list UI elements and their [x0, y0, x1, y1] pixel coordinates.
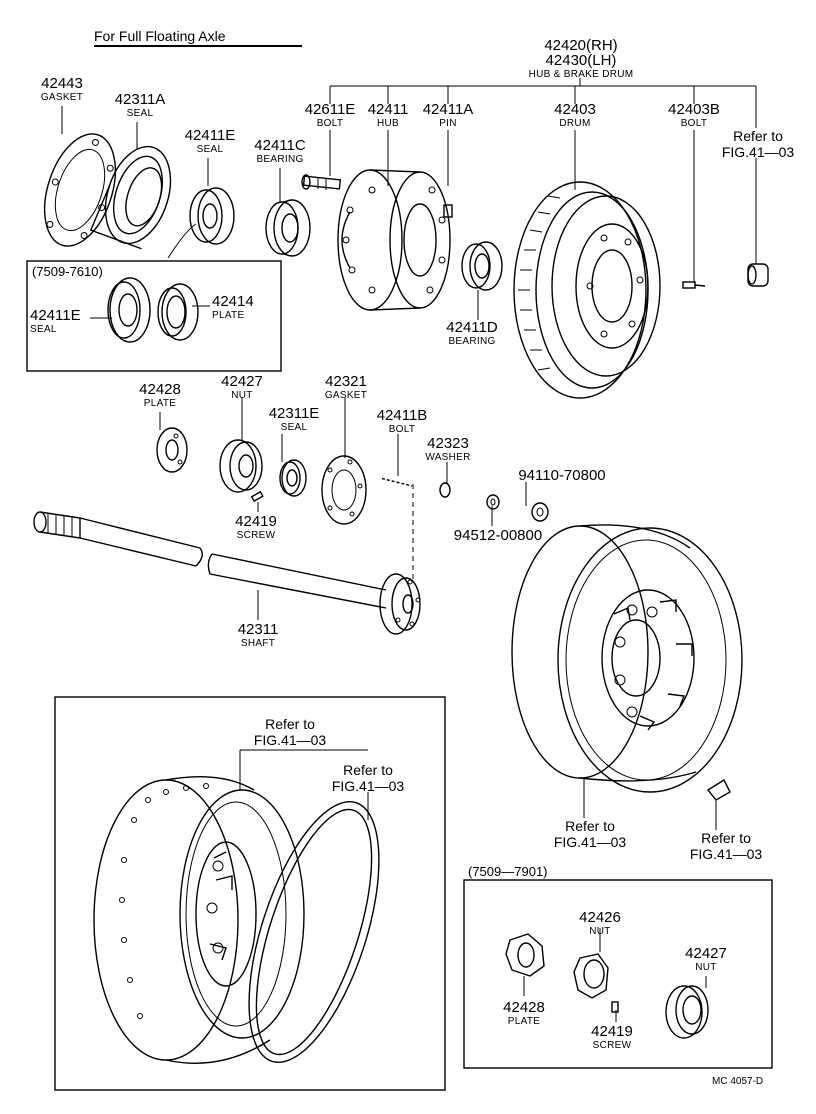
label-hub-drum: 42420(RH) 42430(LH) HUB & BRAKE DRUM [528, 37, 634, 80]
hub-bolt-drawing [301, 174, 342, 190]
label-shaft-bolt: 42411B BOLT [376, 407, 428, 435]
diagram-title: For Full Floating Axle [94, 28, 226, 44]
leader-lines [61, 106, 757, 1022]
hub-drawing [337, 169, 451, 311]
label-seal-plate-range: (7509-7610) [32, 264, 103, 279]
label-shaft-seal: 42311E SEAL [268, 405, 320, 433]
label-ref-valve: Refer to FIG.41—03 [689, 830, 763, 862]
label-washer: 42323 WASHER [425, 435, 471, 463]
alt-lock-nut-b-drawing [665, 985, 709, 1039]
label-hub: 42411 HUB [367, 101, 409, 129]
label-lock-nut: 42427 NUT [221, 373, 263, 401]
label-alt-lock-nut-b: 42427 NUT [685, 945, 727, 973]
label-bearing-outer: 42411C BEARING [254, 137, 306, 165]
label-washer-hw: 94512-00800 [453, 527, 543, 544]
shaft-gasket-drawing [321, 455, 367, 525]
shaft-drawing [33, 511, 421, 635]
label-nut-plate-range: (7509—7901) [468, 864, 548, 879]
gasket-outer-drawing [43, 133, 117, 247]
label-seal-inner: 42411E SEAL [184, 127, 236, 155]
split-rim-ring-drawing [248, 800, 380, 1064]
label-bearing-inner: 42411D BEARING [446, 319, 498, 347]
drum-bolt-drawing [682, 281, 706, 289]
bearing-inner-drawing [461, 241, 503, 291]
hub-drum-bracket [329, 78, 757, 128]
split-rim-box [54, 696, 446, 1091]
nut-plate-variant-box [463, 879, 773, 1069]
label-alt-seal: 42411E SEAL [30, 307, 81, 335]
title-underline [94, 45, 302, 47]
seal-plate-variant-box [26, 260, 282, 372]
alt-lock-plate-drawing [505, 933, 545, 977]
label-alt-plate: 42414 PLATE [212, 293, 254, 321]
lock-plate-drawing [156, 427, 188, 473]
label-shaft: 42311 SHAFT [237, 621, 279, 649]
shaft-seal-drawing [279, 459, 307, 497]
label-seal-outer: 42311A SEAL [114, 91, 166, 119]
label-alt-lock-plate: 42428 PLATE [503, 999, 545, 1027]
wheel-drawing [511, 524, 743, 793]
label-lock-screw: 42419 SCREW [235, 513, 277, 541]
washer-hw-drawing [486, 494, 500, 510]
label-hub-bolt: 42611E BOLT [304, 101, 356, 129]
drum-drawing [513, 181, 661, 399]
pin-drawing [443, 204, 453, 218]
lock-screw-drawing [250, 490, 264, 503]
alt-seal-drawing [107, 277, 151, 343]
label-shaft-gasket: 42321 GASKET [324, 373, 368, 401]
label-alt-lock-nut-a: 42426 NUT [579, 909, 621, 937]
label-ref-split-rim-a: Refer to FIG.41—03 [253, 716, 327, 748]
label-nut-hw: 94110-70800 [518, 467, 606, 484]
label-lock-plate: 42428 PLATE [139, 381, 181, 409]
alt-lock-nut-a-drawing [573, 953, 609, 999]
seal-inner-drawing [167, 187, 235, 259]
drawing-code: MC 4057-D [712, 1076, 764, 1087]
lock-nut-drawing [219, 439, 263, 493]
seal-outer-drawing [89, 145, 172, 250]
label-drum-bolt: 42403B BOLT [668, 101, 720, 129]
alt-lock-screw-drawing [611, 1001, 619, 1013]
label-drum: 42403 DRUM [554, 101, 596, 129]
label-pin: 42411A PIN [422, 101, 474, 129]
bearing-outer-drawing [265, 199, 311, 257]
label-ref-wheel: Refer to FIG.41—03 [553, 818, 627, 850]
shaft-bolt-drawing [379, 477, 413, 487]
label-alt-lock-screw: 42419 SCREW [591, 1023, 633, 1051]
alt-plate-drawing [157, 283, 199, 341]
lug-nut-drawing [747, 263, 769, 287]
label-ref-top-right: Refer to FIG.41—03 [721, 128, 795, 160]
label-gasket-outer: 42443 GASKET [40, 75, 84, 103]
split-rim-wheel-drawing [93, 776, 305, 1064]
nut-hw-drawing [531, 502, 549, 522]
washer-drawing [439, 482, 451, 498]
label-ref-split-rim-b: Refer to FIG.41—03 [331, 762, 405, 794]
valve-stem-drawing [706, 778, 731, 801]
